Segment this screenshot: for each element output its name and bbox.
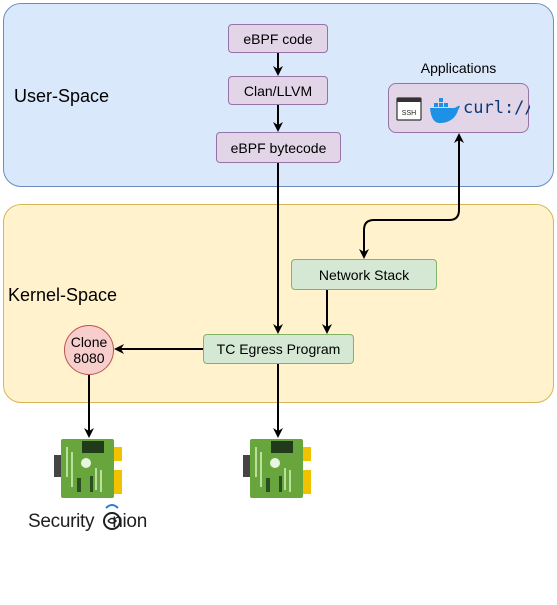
terminal-icon: SSH xyxy=(396,97,422,121)
applications-icons: SSH curl:// xyxy=(396,97,530,123)
docker-icon xyxy=(430,98,460,123)
user-space-label: User-Space xyxy=(14,86,110,106)
logo-text-nion: nion xyxy=(112,511,147,532)
security-onion-text: Security nion xyxy=(28,511,147,533)
ebpf-bytecode-node: eBPF bytecode xyxy=(216,132,341,163)
logo-text-security: Security xyxy=(28,511,95,532)
nic-card-icon xyxy=(54,439,122,498)
clone-label-line1: Clone xyxy=(70,334,108,350)
network-stack-node: Network Stack xyxy=(291,259,437,290)
security-onion-logo xyxy=(103,504,121,530)
nic-card-icon xyxy=(243,439,311,498)
curl-icon: curl:// xyxy=(463,98,530,118)
clone-label-line2: 8080 xyxy=(73,350,105,366)
clone-8080-node: Clone 8080 xyxy=(64,325,114,375)
tc-egress-node: TC Egress Program xyxy=(203,334,354,364)
arrow-bidirectional-apps-stack xyxy=(363,133,464,257)
applications-box: SSH curl:// xyxy=(388,83,530,133)
kernel-space-label: Kernel-Space xyxy=(8,285,118,305)
applications-title: Applications xyxy=(420,60,497,76)
ssh-label: SSH xyxy=(402,110,416,117)
ebpf-code-node: eBPF code xyxy=(228,24,328,53)
clang-llvm-node: Clan/LLVM xyxy=(228,76,328,105)
